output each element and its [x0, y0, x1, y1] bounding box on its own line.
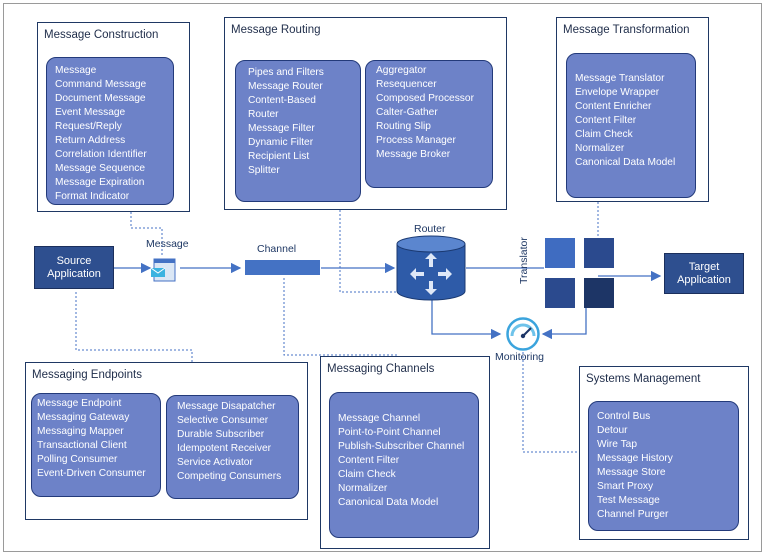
message-routing-panel: Message Routing Pipes and Filters Messag…	[224, 17, 507, 210]
list-item: Normalizer	[338, 483, 388, 494]
list-item: Smart Proxy	[597, 481, 654, 492]
list-item: Detour	[597, 425, 628, 436]
message-construction-title: Message Construction	[44, 29, 159, 41]
list-item: Return Address	[55, 135, 126, 146]
message-routing-left-box: Pipes and Filters Message Router Content…	[235, 60, 361, 202]
list-item: Routing Slip	[376, 121, 431, 132]
list-item: Message Router	[248, 81, 323, 92]
list-item: Wire Tap	[597, 439, 638, 450]
message-label: Message	[146, 238, 189, 250]
list-item: Event-Driven Consumer	[37, 468, 146, 479]
translator-icon	[544, 237, 615, 309]
target-line-1: Target	[688, 260, 720, 273]
list-item: Normalizer	[575, 143, 625, 154]
list-item: Test Message	[597, 495, 660, 506]
list-item: Message Channel	[338, 413, 421, 424]
message-construction-panel: Message Construction Message Command Mes…	[37, 22, 190, 212]
channel-bar	[245, 260, 320, 275]
systems-management-title: Systems Management	[586, 373, 701, 385]
messaging-endpoints-right-box: Message Disapatcher Selective Consumer D…	[166, 395, 299, 499]
envelope-icon	[150, 258, 177, 282]
list-item: Process Manager	[376, 135, 456, 146]
list-item: Selective Consumer	[177, 415, 269, 426]
list-item: Content Filter	[338, 455, 400, 466]
list-item: Document Message	[55, 93, 146, 104]
list-item: Resequencer	[376, 79, 437, 90]
list-item: Control Bus	[597, 411, 651, 422]
list-item: Message Expiration	[55, 177, 145, 188]
systems-management-panel: Systems Management Control Bus Detour Wi…	[579, 366, 749, 540]
diagram-frame	[3, 3, 762, 552]
messaging-channels-panel: Messaging Channels Message Channel Point…	[320, 356, 490, 549]
source-line-2: Application	[47, 267, 101, 280]
list-item: Publish-Subscriber Channel	[338, 441, 465, 452]
messaging-endpoints-left-box: Message Endpoint Messaging Gateway Messa…	[31, 393, 161, 497]
target-line-2: Application	[677, 273, 731, 286]
source-line-1: Source	[56, 254, 92, 267]
list-item: Message Translator	[575, 73, 665, 84]
list-item: Aggregator	[376, 65, 427, 76]
list-item: Content-Based	[248, 95, 316, 106]
message-transformation-title: Message Transformation	[563, 24, 690, 36]
messaging-endpoints-title: Messaging Endpoints	[32, 369, 142, 381]
message-routing-title: Message Routing	[231, 24, 321, 36]
target-application-node: Target Application	[664, 253, 744, 294]
list-item: Message Sequence	[55, 163, 146, 174]
list-item: Message Endpoint	[37, 398, 122, 409]
translator-label: Translator	[518, 237, 530, 284]
list-item: Dynamic Filter	[248, 137, 314, 148]
message-construction-list-box: Message Command Message Document Message…	[46, 57, 174, 205]
list-item: Command Message	[55, 79, 147, 90]
router-label: Router	[414, 223, 446, 235]
list-item: Canonical Data Model	[338, 497, 439, 508]
messaging-endpoints-panel: Messaging Endpoints Message Endpoint Mes…	[25, 362, 308, 520]
list-item: Message Filter	[248, 123, 315, 134]
list-item: Event Message	[55, 107, 126, 118]
messaging-channels-title: Messaging Channels	[327, 363, 435, 375]
list-item: Messaging Mapper	[37, 426, 124, 437]
list-item: Competing Consumers	[177, 471, 282, 482]
list-item: Claim Check	[338, 469, 396, 480]
list-item: Correlation Identifier	[55, 149, 147, 160]
list-item: Pipes and Filters	[248, 67, 324, 78]
list-item: Message	[55, 65, 97, 76]
list-item: Composed Processor	[376, 93, 474, 104]
gauge-icon	[506, 317, 540, 351]
list-item: Message Store	[597, 467, 666, 478]
list-item: Canonical Data Model	[575, 157, 676, 168]
list-item: Recipient List	[248, 151, 310, 162]
list-item: Service Activator	[177, 457, 253, 468]
list-item: Message History	[597, 453, 673, 464]
list-item: Splitter	[248, 165, 280, 176]
list-item: Format Indicator	[55, 191, 130, 202]
list-item: Request/Reply	[55, 121, 122, 132]
list-item: Idempotent Receiver	[177, 443, 272, 454]
message-transformation-list-box: Message Translator Envelope Wrapper Cont…	[566, 53, 696, 198]
messaging-channels-list-box: Message Channel Point-to-Point Channel P…	[329, 392, 479, 538]
router-icon	[396, 235, 466, 301]
list-item: Content Filter	[575, 115, 637, 126]
list-item: Envelope Wrapper	[575, 87, 660, 98]
list-item: Calter-Gather	[376, 107, 438, 118]
message-transformation-panel: Message Transformation Message Translato…	[556, 17, 709, 202]
message-routing-right-box: Aggregator Resequencer Composed Processo…	[365, 60, 493, 188]
list-item: Router	[248, 109, 279, 120]
list-item: Message Broker	[376, 149, 451, 160]
systems-management-list-box: Control Bus Detour Wire Tap Message Hist…	[588, 401, 739, 531]
monitoring-label: Monitoring	[495, 351, 545, 363]
list-item: Transactional Client	[37, 440, 127, 451]
list-item: Durable Subscriber	[177, 429, 265, 440]
list-item: Message Disapatcher	[177, 401, 276, 412]
source-application-node: Source Application	[34, 246, 114, 289]
list-item: Content Enricher	[575, 101, 652, 112]
channel-label: Channel	[257, 243, 297, 255]
list-item: Messaging Gateway	[37, 412, 130, 423]
list-item: Channel Purger	[597, 509, 669, 520]
list-item: Point-to-Point Channel	[338, 427, 441, 438]
list-item: Polling Consumer	[37, 454, 118, 465]
list-item: Claim Check	[575, 129, 633, 140]
